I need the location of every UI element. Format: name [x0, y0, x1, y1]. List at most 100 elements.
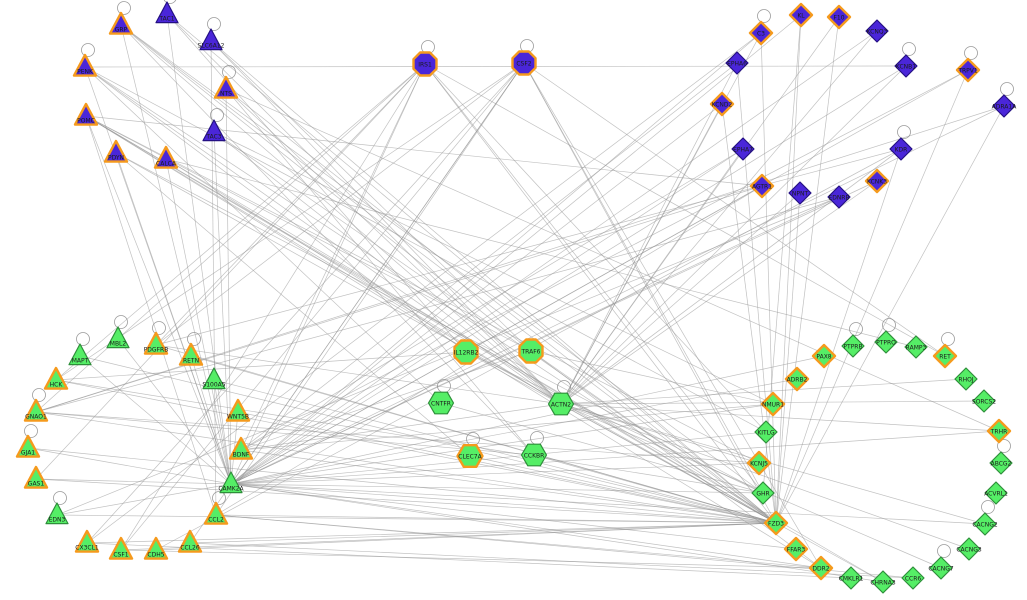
graph-node-CACNG2[interactable]: CACNG2	[972, 512, 998, 536]
edge-HCK-FZD3	[55, 379, 777, 524]
edge-GJA1-CAMK2A	[27, 447, 232, 485]
graph-node-IRS1[interactable]: IRS1	[412, 51, 438, 77]
diamond-node-shape	[972, 389, 996, 413]
edge-CAMK2A-FZD3	[230, 483, 777, 524]
graph-node-TRAF6[interactable]: TRAF6	[518, 338, 544, 364]
edge-IRS1-BDNF	[240, 63, 426, 451]
edge-TAC3-FZD3	[213, 131, 777, 524]
edge-BDNF-ACTN2	[240, 403, 562, 451]
edge-BDNF-FZD3	[240, 449, 777, 524]
graph-node-HCK[interactable]: HCK	[43, 366, 69, 390]
edge-AGTR1-CAMK2A	[230, 185, 763, 485]
graph-node-RAMP3[interactable]: RAMP3	[904, 335, 928, 359]
diamond-node-shape	[725, 51, 749, 75]
graph-node-CCKBR[interactable]: CCKBR	[520, 443, 548, 467]
diamond-node-shape	[929, 556, 953, 580]
graph-node-RHOJ[interactable]: RHOJ	[954, 367, 978, 391]
edge-CCL26-FZD3	[189, 522, 777, 544]
graph-node-TRPV1[interactable]: TRPV1	[955, 57, 981, 83]
graph-node-ABCG2[interactable]: ABCG2	[989, 451, 1013, 475]
graph-node-EPHA7[interactable]: EPHA7	[731, 137, 755, 161]
diamond-node-shape	[827, 185, 851, 209]
graph-node-CMKLR1[interactable]: CMKLR1	[839, 566, 864, 590]
triangle-node-shape	[74, 529, 100, 553]
edge-CAMK2A-FFAR3	[230, 483, 797, 550]
hexagon-node-shape	[520, 443, 548, 467]
graph-node-FFAR3[interactable]: FFAR3	[783, 536, 809, 562]
graph-node-MBL2[interactable]: MBL2	[106, 326, 130, 349]
graph-node-CACNG7[interactable]: CACNG7	[928, 556, 954, 580]
edge-SLC6A12-FZD3	[210, 40, 777, 524]
edge-KDR-FZD3	[775, 148, 902, 524]
graph-node-ADRA1A[interactable]: ADRA1A	[992, 94, 1018, 118]
graph-node-PTPRB[interactable]: PTPRB	[841, 334, 865, 358]
edge-KDR-PDGFRB	[155, 148, 902, 346]
diamond-node-shape	[788, 181, 812, 205]
edge-NPNT-FZD3	[775, 192, 801, 524]
graph-node-DDR2[interactable]: DDR2	[808, 555, 834, 581]
graph-node-MAPT[interactable]: MAPT	[68, 343, 92, 366]
graph-node-KCNK3[interactable]: KCNK3	[864, 168, 890, 194]
graph-node-TRHR[interactable]: TRHR	[986, 418, 1012, 444]
graph-node-GAS1[interactable]: GAS1	[23, 465, 49, 489]
graph-node-ACTN2[interactable]: ACTN2	[547, 392, 575, 416]
graph-node-KCNQ3[interactable]: KCNQ3	[865, 19, 889, 43]
self-loop-layer	[24, 0, 1014, 558]
graph-node-SLC6A12[interactable]: SLC6A12	[198, 28, 225, 51]
graph-node-PAX8[interactable]: PAX8	[811, 343, 837, 369]
triangle-node-shape	[106, 326, 130, 349]
graph-node-C3[interactable]: C3	[748, 20, 774, 46]
diamond-node-shape	[904, 335, 928, 359]
diamond-node-shape	[748, 20, 774, 46]
graph-node-EPHA6[interactable]: EPHA6	[725, 51, 749, 75]
graph-node-PENK[interactable]: PENK	[72, 53, 98, 77]
graph-node-TAC1[interactable]: TAC1	[155, 1, 179, 24]
graph-node-IL12RB2[interactable]: IL12RB2	[453, 339, 479, 365]
graph-node-CLEC7A[interactable]: CLEC7A	[456, 444, 484, 468]
edge-TAC3-ACTN2	[213, 131, 562, 405]
graph-node-RET[interactable]: RET	[932, 343, 958, 369]
diamond-node-shape	[986, 418, 1012, 444]
graph-node-GJA1[interactable]: GJA1	[15, 434, 41, 458]
triangle-node-shape	[219, 471, 243, 494]
triangle-node-shape	[202, 119, 226, 142]
self-loop-icon	[212, 491, 226, 505]
graph-node-CNTFR[interactable]: CNTFR	[427, 391, 455, 415]
graph-node-KCND2[interactable]: KCND2	[709, 91, 735, 117]
edge-CSF2-CCL26	[189, 62, 525, 544]
diamond-node-shape	[984, 481, 1008, 505]
edge-ACTN2-KCNJ5	[560, 403, 760, 464]
graph-node-BDNF[interactable]: BDNF	[228, 436, 254, 460]
graph-node-PTPRO[interactable]: PTPRO	[874, 330, 898, 354]
graph-node-CALCA[interactable]: CALCA	[153, 145, 179, 169]
edge-GRP-ACTN2	[120, 24, 562, 405]
graph-node-CCR6[interactable]: CCR6	[901, 566, 925, 590]
graph-node-F10[interactable]: F10	[826, 4, 852, 30]
edge-CAMK2A-ADRB2	[230, 378, 798, 485]
self-loop-icon	[757, 9, 771, 23]
edge-CSF2-PDGFRB	[155, 62, 525, 346]
graph-node-CSF2[interactable]: CSF2	[511, 50, 537, 76]
graph-node-POMC[interactable]: POMC	[73, 102, 99, 126]
graph-node-KL[interactable]: KL	[788, 2, 814, 28]
graph-node-AGTR1[interactable]: AGTR1	[749, 173, 775, 199]
self-loop-icon	[53, 491, 67, 505]
edge-CAMK2A-KCNJ5	[230, 462, 760, 485]
graph-node-PDYN[interactable]: PDYN	[103, 139, 129, 163]
triangle-node-shape	[177, 529, 203, 553]
graph-node-SORCS2[interactable]: SORCS2	[972, 389, 996, 413]
edge-IRS1-GNAO1	[35, 63, 426, 413]
edge-NTS-CCKBR	[225, 88, 535, 456]
triangle-node-shape	[108, 536, 134, 560]
diamond-node-shape	[749, 173, 775, 199]
graph-node-GNAO1[interactable]: GNAO1	[23, 398, 49, 422]
self-loop-icon	[81, 43, 95, 57]
graph-node-GRP[interactable]: GRP	[108, 11, 134, 35]
edge-CSF2-DDR2	[523, 62, 822, 569]
graph-node-CACNG3[interactable]: CACNG3	[956, 537, 982, 561]
graph-node-CCL26[interactable]: CCL26	[177, 529, 203, 553]
graph-node-ADRB2[interactable]: ADRB2	[784, 366, 810, 392]
graph-node-KCNJ5[interactable]: KCNJ5	[746, 450, 772, 476]
diamond-node-shape	[894, 54, 918, 78]
